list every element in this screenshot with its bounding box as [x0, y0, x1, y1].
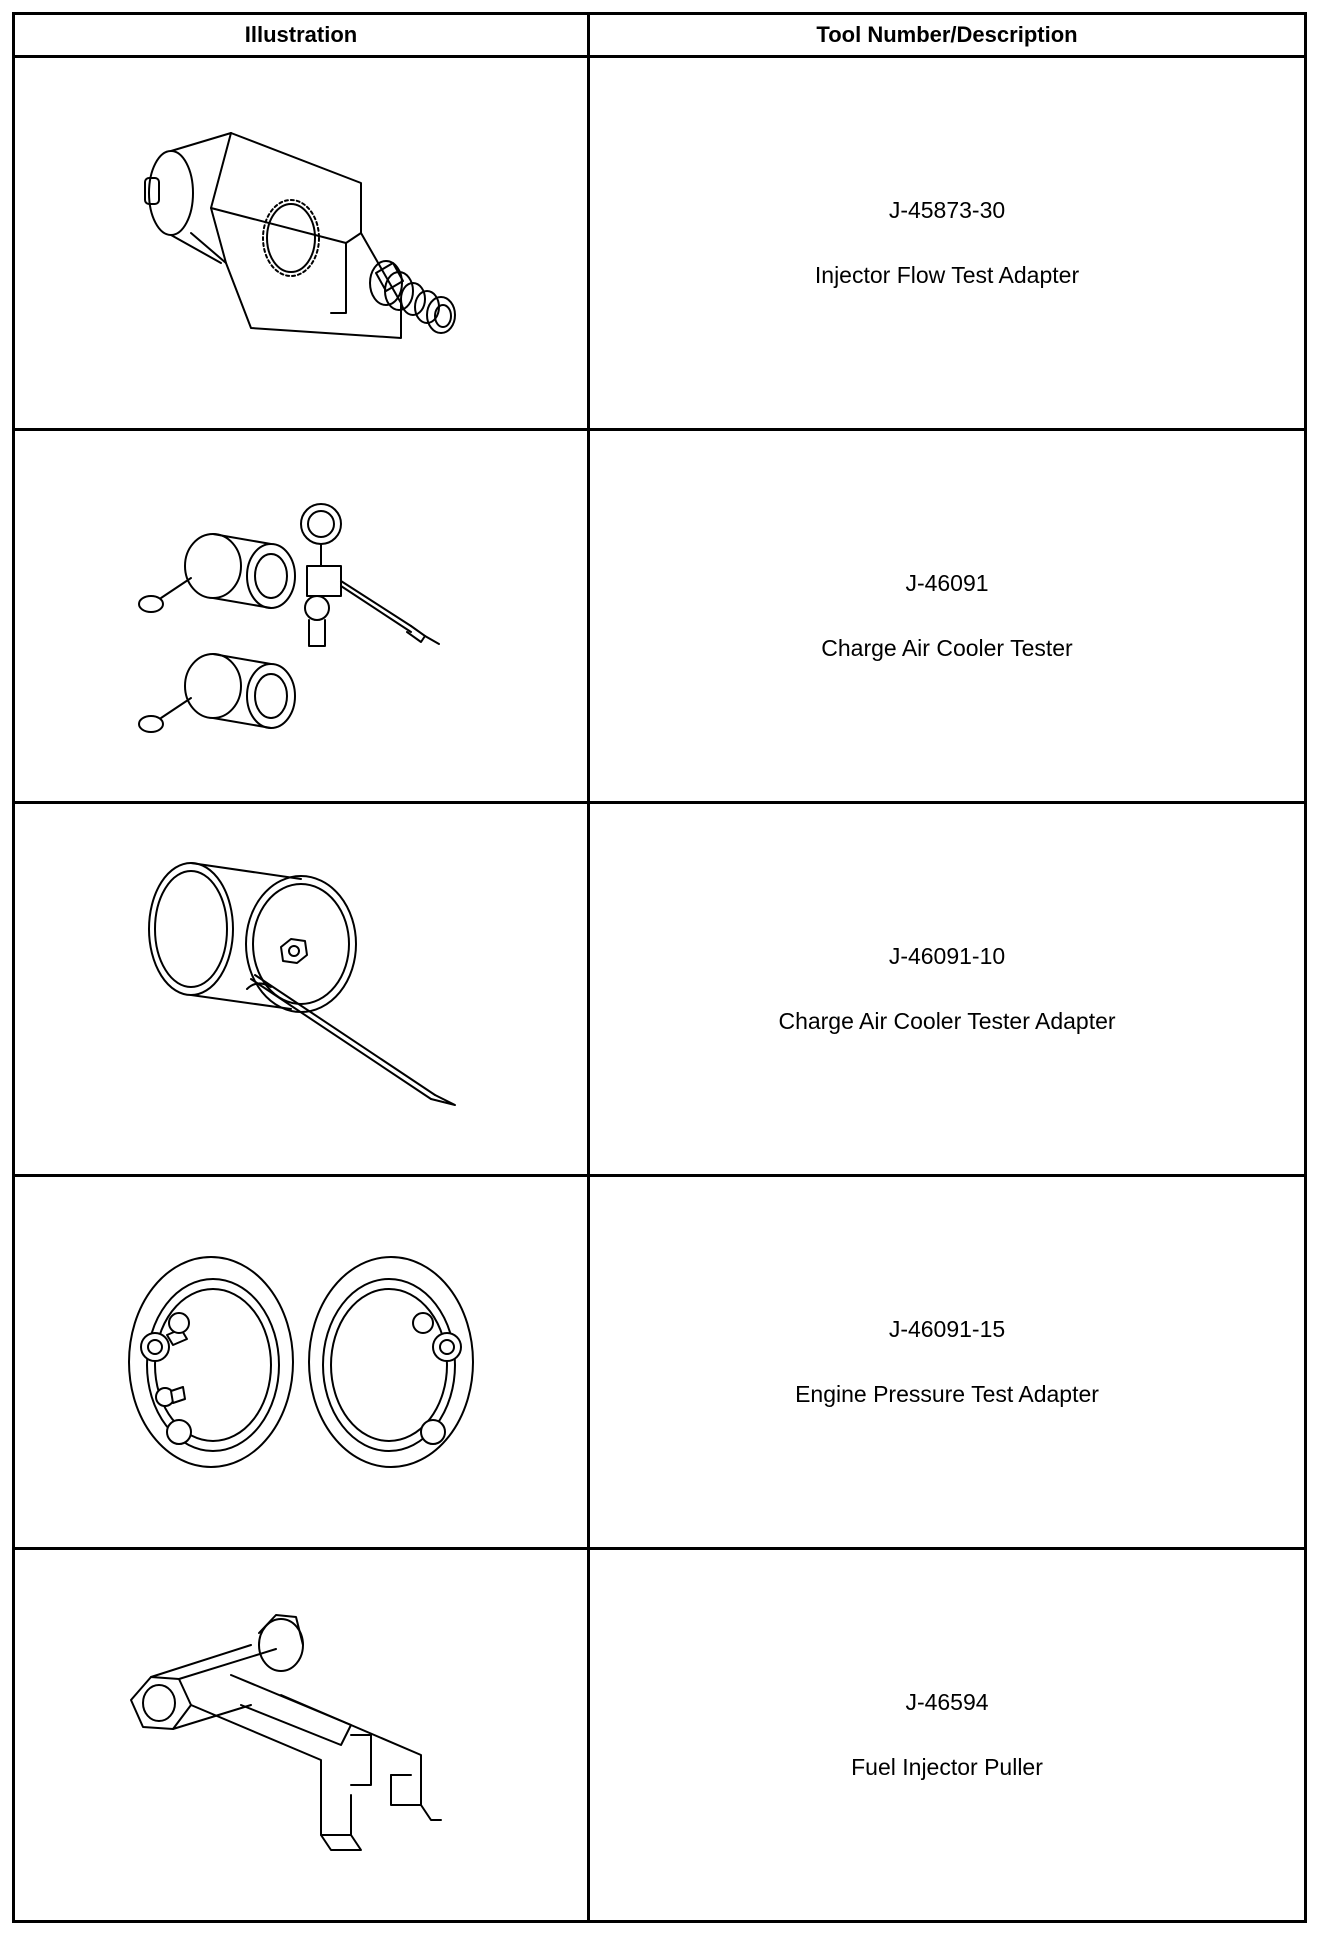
injector-flow-test-adapter-icon: [144, 132, 456, 339]
illustration-cell: [12, 428, 590, 804]
tool-description: Injector Flow Test Adapter: [814, 262, 1080, 288]
tool-description-header: Tool Number/Description: [587, 12, 1307, 58]
engine-pressure-test-adapter-icon: [128, 1256, 474, 1468]
table-row: J-46091-10 Charge Air Cooler Tester Adap…: [12, 801, 1307, 1177]
table-row: J-46091-15 Engine Pressure Test Adapter: [12, 1174, 1307, 1550]
fuel-injector-puller-icon: [130, 1614, 442, 1851]
tool-number: J-46091-15: [888, 1316, 1006, 1342]
description-cell: J-46091 Charge Air Cooler Tester: [587, 428, 1307, 804]
charge-air-cooler-tester-icon: [138, 503, 440, 733]
tool-description: Charge Air Cooler Tester: [821, 635, 1073, 661]
illustration-cell: [12, 55, 590, 431]
table-row: J-46091 Charge Air Cooler Tester: [12, 428, 1307, 804]
charge-air-cooler-tester-adapter-icon: [148, 862, 456, 1106]
table-row: J-45873-30 Injector Flow Test Adapter: [12, 55, 1307, 431]
tool-number: J-46594: [905, 1689, 989, 1715]
description-cell: J-46594 Fuel Injector Puller: [587, 1547, 1307, 1923]
tool-number: J-46091-10: [888, 943, 1006, 969]
table-row: J-46594 Fuel Injector Puller: [12, 1547, 1307, 1923]
tool-number: J-46091: [905, 570, 989, 596]
description-cell: J-46091-15 Engine Pressure Test Adapter: [587, 1174, 1307, 1550]
illustration-cell: [12, 1547, 590, 1923]
tool-number: J-45873-30: [888, 197, 1006, 223]
illustration-cell: [12, 801, 590, 1177]
table-header-row: Illustration Tool Number/Description: [12, 12, 1307, 58]
tool-description: Engine Pressure Test Adapter: [795, 1381, 1099, 1407]
illustration-header: Illustration: [12, 12, 590, 58]
tool-description: Charge Air Cooler Tester Adapter: [778, 1008, 1116, 1034]
special-tools-table: Illustration Tool Number/Description: [12, 12, 1307, 1923]
description-cell: J-46091-10 Charge Air Cooler Tester Adap…: [587, 801, 1307, 1177]
illustration-cell: [12, 1174, 590, 1550]
description-cell: J-45873-30 Injector Flow Test Adapter: [587, 55, 1307, 431]
tool-description: Fuel Injector Puller: [851, 1754, 1043, 1780]
